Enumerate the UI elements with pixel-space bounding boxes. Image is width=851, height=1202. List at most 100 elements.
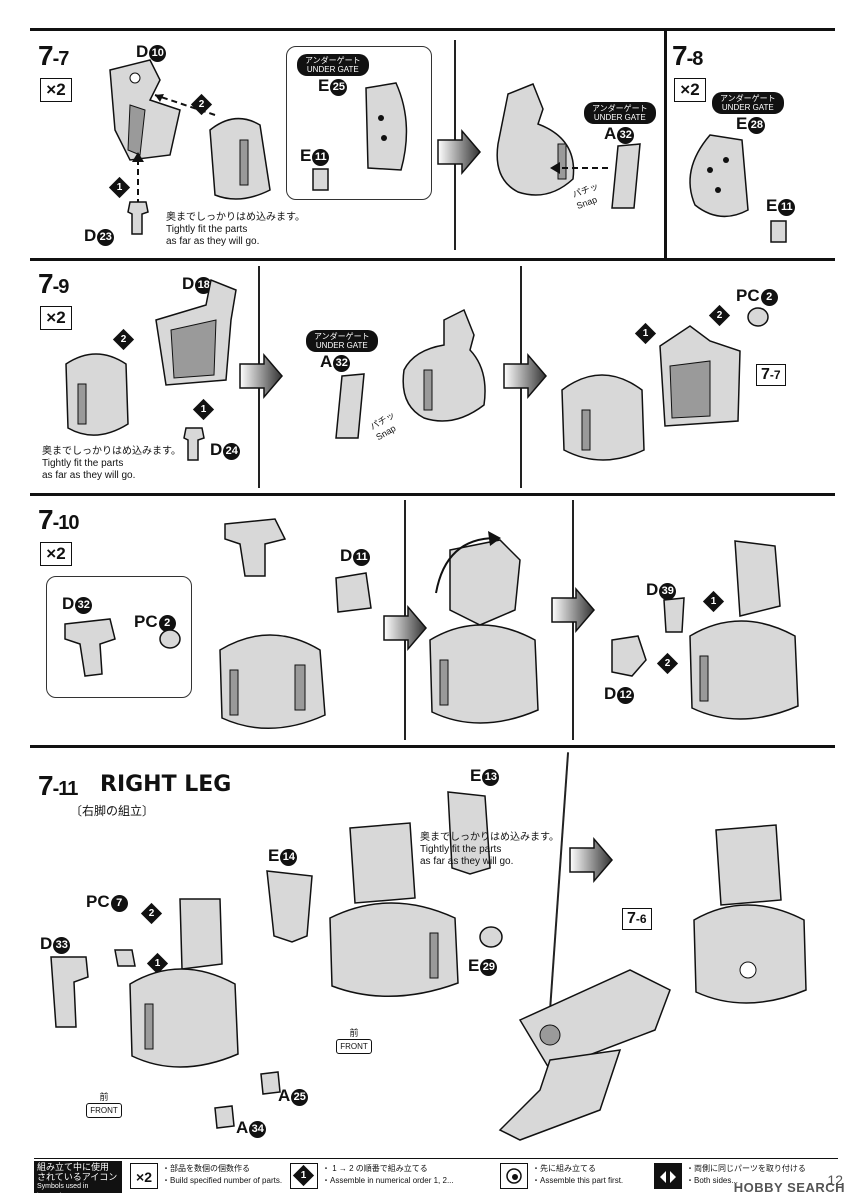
part-drawing xyxy=(479,926,503,948)
part-drawing xyxy=(214,1105,235,1129)
sequence-marker-2: 2 xyxy=(708,304,731,327)
part-drawing xyxy=(770,220,787,243)
rotation-arrow xyxy=(435,531,501,594)
part-drawing xyxy=(561,374,645,461)
step-arrow xyxy=(437,128,481,176)
part-drawing xyxy=(659,325,741,427)
step-number-7-9: 7-9 xyxy=(38,268,69,299)
part-drawing xyxy=(224,518,287,577)
multiplier-badge: ×2 xyxy=(40,78,72,102)
part-drawing xyxy=(335,373,365,439)
detail-callout xyxy=(286,46,432,200)
step-arrow xyxy=(383,604,427,652)
section-title: RIGHT LEG xyxy=(100,772,232,797)
part-drawing xyxy=(329,822,459,997)
multiplier-badge: ×2 xyxy=(40,306,72,330)
step-arrow xyxy=(569,836,613,884)
multiplier-badge: ×2 xyxy=(40,542,72,566)
part-drawing xyxy=(693,824,807,1004)
section-divider xyxy=(30,258,835,261)
assembly-arrow xyxy=(132,152,144,205)
part-drawing xyxy=(266,870,313,943)
sequence-marker-1: 1 xyxy=(634,322,657,345)
assembly-arrow xyxy=(154,94,216,116)
step-number-7-8: 7-8 xyxy=(672,40,703,71)
part-drawing xyxy=(209,117,271,200)
both-sides-icon xyxy=(654,1163,682,1189)
part-drawing xyxy=(260,1071,281,1095)
part-drawing xyxy=(365,82,408,171)
multiplier-badge: ×2 xyxy=(674,78,706,102)
part-drawing xyxy=(127,201,149,235)
part-drawing xyxy=(747,307,769,327)
part-drawing xyxy=(183,427,205,461)
sequence-marker-2: 2 xyxy=(112,328,135,351)
legend-item-both-sides: ・両側に同じパーツを取り付ける・Both sides... xyxy=(686,1164,806,1185)
step-arrow xyxy=(503,352,547,400)
assemble-first-icon xyxy=(500,1163,528,1189)
part-drawing xyxy=(65,353,129,436)
multiplier-icon: ×2 xyxy=(130,1163,158,1189)
step-reference-7-7: 7-7 xyxy=(756,364,786,386)
step-arrow xyxy=(239,352,283,400)
legend-item-sequence: ・ 1 → 2 の順番で組み立てる・Assemble in numerical … xyxy=(322,1164,454,1185)
part-drawing xyxy=(611,635,647,677)
sequence-marker-2: 2 xyxy=(190,93,213,116)
sequence-marker-1: 1 xyxy=(192,398,215,421)
part-drawing xyxy=(50,956,89,1028)
sequence-marker-1: 1 xyxy=(108,176,131,199)
section-divider xyxy=(30,745,835,748)
sequence-icon: 1 xyxy=(290,1163,318,1189)
part-drawing xyxy=(663,597,685,633)
assembly-arrow xyxy=(550,162,608,174)
part-drawing xyxy=(689,540,799,720)
step-number-7-11: 7-11 xyxy=(38,770,78,801)
column-divider xyxy=(664,28,667,258)
section-divider xyxy=(30,28,835,31)
part-drawing xyxy=(611,143,641,209)
part-drawing xyxy=(114,949,136,967)
page-number: 12 xyxy=(827,1172,843,1188)
part-drawing xyxy=(429,539,539,724)
part-drawing xyxy=(335,572,372,613)
part-drawing xyxy=(219,634,326,730)
detail-callout xyxy=(46,576,192,698)
section-divider xyxy=(30,493,835,496)
part-drawing xyxy=(312,168,329,191)
watermark: HOBBY SEARCH xyxy=(733,1180,845,1195)
sequence-marker-2: 2 xyxy=(656,652,679,675)
section-subtitle: 〔右脚の組立〕 xyxy=(70,804,155,818)
part-drawing xyxy=(155,278,237,386)
part-drawing xyxy=(129,898,239,1068)
part-drawing xyxy=(109,59,181,161)
